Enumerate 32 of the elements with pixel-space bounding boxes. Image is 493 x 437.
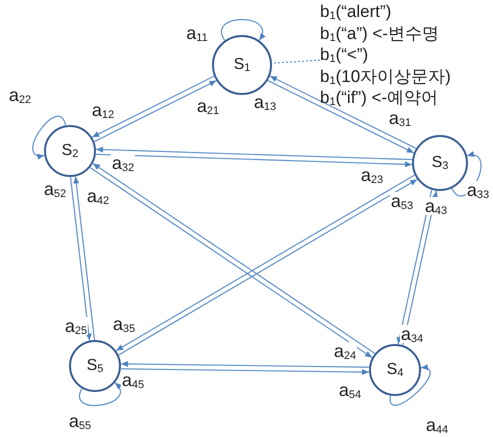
code-line: b$_{1}$(“<”) [320, 44, 370, 66]
loop-arrow [221, 18, 265, 41]
state-label: S$_{3}$ [432, 154, 448, 172]
state-label: S$_{5}$ [86, 357, 104, 375]
arrow [120, 368, 369, 376]
loop-arrow [32, 116, 66, 159]
edge-label: a$_{25}$ [64, 317, 88, 335]
arrow [70, 177, 92, 341]
code-line: b$_{1}$(“if”) <-예약어 [320, 87, 440, 108]
edge-label: a$_{34}$ [400, 325, 424, 343]
code-line: b$_{1}$(“alert”) [320, 1, 392, 22]
arrow [73, 176, 96, 340]
edge-label: a$_{43}$ [424, 197, 448, 215]
edge-label: a$_{32}$ [110, 154, 136, 172]
edge-label: a$_{33}$ [466, 181, 490, 199]
state-label: S$_{4}$ [386, 361, 404, 379]
loop-arrow [79, 382, 122, 406]
code-line: b$_{1}$(“a”) <-변수명 [320, 22, 440, 44]
state-label: S$_{1}$ [234, 56, 250, 74]
state-circle [69, 340, 121, 392]
state-circle [44, 125, 96, 177]
state-circle [369, 344, 421, 396]
arrow [96, 154, 412, 168]
arrow [96, 146, 412, 160]
loop-arrow [390, 365, 431, 406]
arrow [121, 360, 370, 368]
edge-label: a$_{24}$ [332, 342, 358, 360]
dotted-connector [272, 60, 320, 64]
code-line: b$_{1}$(10자이상문자) [320, 66, 452, 87]
state-circle [212, 35, 272, 95]
edge-label: a$_{53}$ [390, 192, 414, 210]
state-label: S$_{2}$ [62, 142, 78, 160]
